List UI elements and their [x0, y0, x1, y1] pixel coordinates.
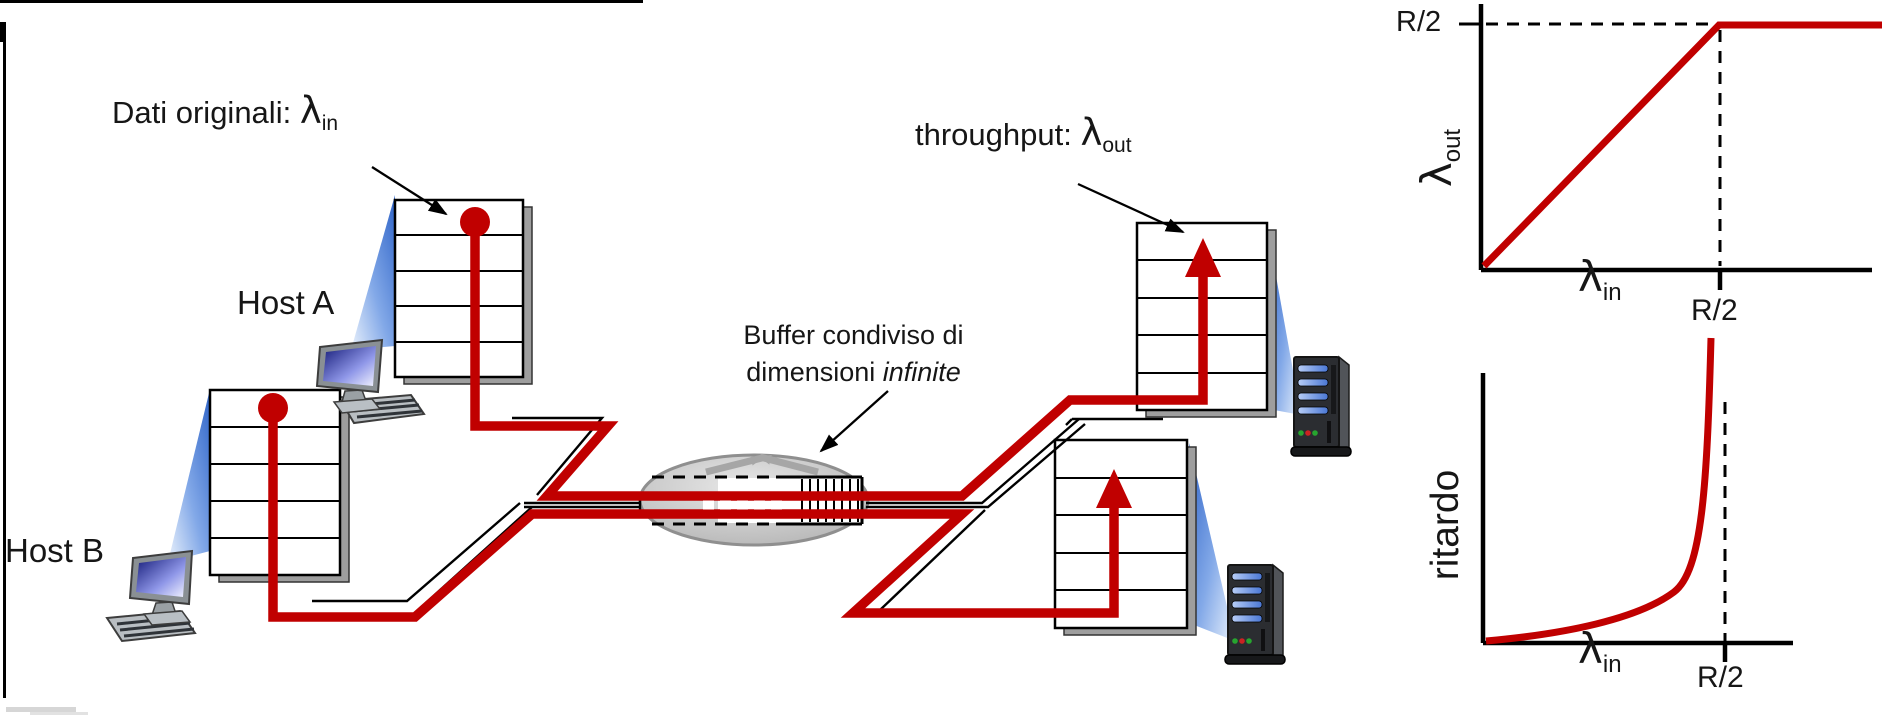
link-lines [312, 416, 1163, 611]
server-bottom-icon [1224, 564, 1286, 665]
label-host-a: Host A [237, 284, 335, 321]
throughput-text: throughput: [915, 117, 1081, 152]
annotation-arrows [371, 166, 1185, 453]
buffer-caption-line1: Buffer condiviso di [743, 320, 964, 350]
router-buffered-packets [703, 500, 782, 510]
lambda-symbol: λ [1578, 624, 1603, 673]
buffer-caption-line2: dimensioni [746, 357, 883, 387]
lambda-symbol: λ [1412, 162, 1461, 188]
chart2-xtick-R2: R/2 [1697, 661, 1744, 694]
label-router-buffer: Buffer condiviso di dimensioni infinite [710, 317, 997, 391]
lambda-symbol: λ [1080, 111, 1103, 154]
dati-originali-text: Dati originali: [112, 95, 300, 130]
beam-host-b [168, 389, 210, 562]
arrow-throughput [1077, 182, 1185, 234]
sub-out: out [1102, 134, 1132, 157]
lambda-symbol: λ [299, 89, 322, 132]
buffer-caption-infinite: infinite [882, 357, 961, 387]
queue-host-a [393, 198, 533, 385]
host-a-computer-icon [315, 338, 426, 425]
chart-throughput [1459, 4, 1882, 290]
chart-delay [1480, 337, 1793, 662]
arrow-buffer [819, 390, 889, 453]
sub-out: out [1439, 128, 1466, 163]
label-throughput: throughput: λout [915, 114, 1132, 156]
beam-host-a [351, 195, 395, 350]
queue-output-bottom [1053, 438, 1197, 636]
server-top-icon [1290, 356, 1352, 457]
lambda-symbol: λ [1578, 252, 1603, 301]
chart2-xlabel-lambda-in: λin [1578, 628, 1622, 677]
chart1-ylabel-lambda-out: λout [1412, 98, 1466, 218]
chart1-ytick-R2: R/2 [1396, 6, 1442, 38]
chart1-xlabel-lambda-in: λin [1578, 256, 1622, 305]
chart2-ylabel-ritardo: ritardo [1424, 469, 1467, 581]
host-b-computer-icon [105, 549, 197, 643]
slide-border [0, 0, 643, 715]
flow-path-host-b [258, 393, 1132, 622]
label-host-b: Host B [5, 532, 105, 569]
flow-path-host-a [460, 207, 1221, 501]
beam-server-bottom [1189, 443, 1235, 641]
sub-in: in [1602, 279, 1622, 306]
arrow-dati-originali [371, 166, 448, 216]
label-dati-originali: Dati originali: λin [112, 92, 338, 134]
sub-in: in [321, 112, 339, 135]
sub-in: in [1602, 651, 1622, 678]
chart1-xtick-R2: R/2 [1691, 294, 1738, 327]
